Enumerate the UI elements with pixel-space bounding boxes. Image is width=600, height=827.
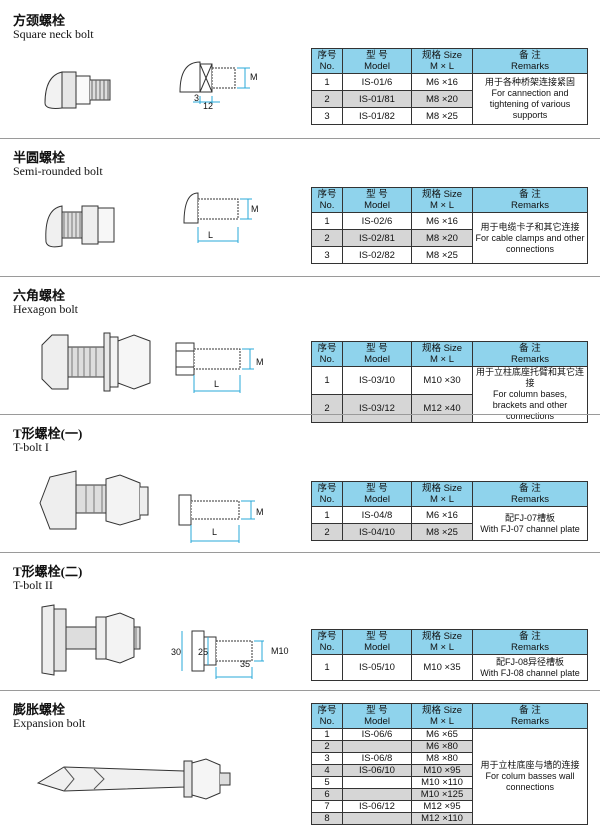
- dimension-label: M10: [271, 646, 289, 656]
- dimension-label: 3: [194, 93, 200, 103]
- dimension-label: M: [250, 72, 258, 82]
- t-bolt-1-3d-drawing: [39, 470, 149, 530]
- hexagon-bolt-dimension-drawing: [175, 342, 254, 393]
- t-bolt-2-3d-drawing: [41, 604, 141, 676]
- section-title-cn: 方颈螺栓: [13, 13, 66, 28]
- hexagon-bolt-3d-drawing: [41, 332, 151, 392]
- dimension-label: 30: [171, 647, 182, 657]
- section-title-cn: 六角螺栓: [13, 288, 66, 303]
- dimension-label: 25: [198, 647, 209, 657]
- dimension-label: L: [212, 527, 218, 537]
- semi-rounded-bolt-3d-drawing: [45, 205, 115, 248]
- t-bolt-2-dimension-drawing: [181, 630, 264, 679]
- section-title-en: T-bolt II: [13, 578, 53, 592]
- section-title-en: T-bolt I: [13, 440, 49, 454]
- section-title-en: Expansion bolt: [13, 716, 86, 730]
- dimension-label: M: [256, 507, 264, 517]
- semi-rounded-bolt-dimension-drawing: [183, 192, 252, 243]
- section-title-cn: 膨胀螺栓: [13, 702, 66, 717]
- dimension-label: 12: [203, 101, 214, 111]
- t-bolt-1-dimension-drawing: [178, 494, 255, 543]
- section-title-en: Square neck bolt: [13, 27, 94, 41]
- section-title-cn: T形螺栓(一): [13, 426, 83, 441]
- expansion-bolt-3d-drawing: [36, 758, 231, 800]
- dimension-label: L: [208, 230, 214, 240]
- dimension-label: M: [251, 204, 259, 214]
- section-title-cn: 半圆螺栓: [13, 150, 66, 165]
- section-title-en: Semi-rounded bolt: [13, 164, 103, 178]
- dimension-label: L: [214, 379, 220, 389]
- square-neck-bolt-3d-drawing: [44, 71, 111, 109]
- section-title-cn: T形螺栓(二): [13, 564, 83, 579]
- section-title-en: Hexagon bolt: [13, 302, 78, 316]
- dimension-label: M: [256, 357, 264, 367]
- dimension-label: 35: [240, 659, 251, 669]
- square-neck-bolt-dimension-drawing: [179, 61, 250, 104]
